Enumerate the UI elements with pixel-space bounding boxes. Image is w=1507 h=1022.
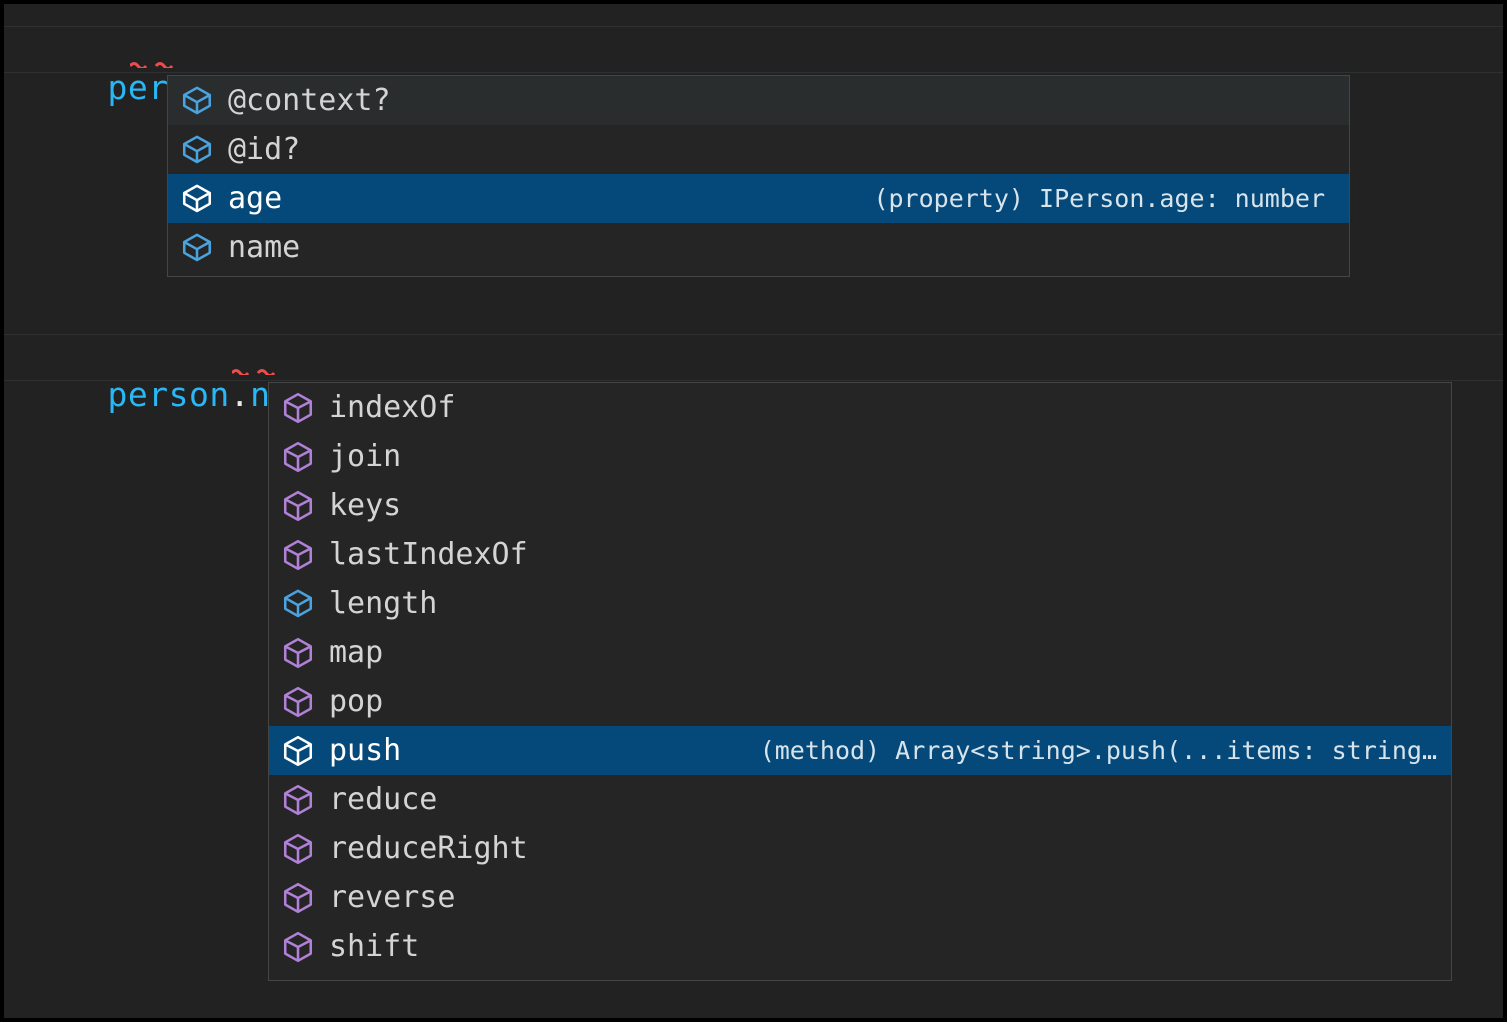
method-cube-icon (279, 928, 317, 966)
divider-line-one (4, 72, 1503, 73)
suggest-item-label: push (329, 732, 402, 768)
method-cube-icon (279, 830, 317, 868)
error-squiggle-one (130, 61, 190, 68)
code-dot: . (229, 375, 251, 414)
divider-line-two (4, 334, 1503, 335)
suggest-item-label: keys (329, 487, 402, 523)
suggest-item-push[interactable]: push (method) Array<string>.push(...item… (269, 726, 1451, 775)
error-squiggle-two (232, 368, 292, 375)
method-cube-icon (279, 438, 317, 476)
suggest-item-length[interactable]: length (269, 579, 1451, 628)
property-cube-icon (178, 229, 216, 267)
suggest-item-label: join (329, 438, 402, 474)
divider-line-top (4, 26, 1503, 27)
suggest-item-label: age (228, 180, 283, 216)
suggest-item-reduceright[interactable]: reduceRight (269, 824, 1451, 873)
suggest-item-label: reduce (329, 781, 438, 817)
suggest-item-label: map (329, 634, 384, 670)
suggest-item-reverse[interactable]: reverse (269, 873, 1451, 922)
suggest-item-shift[interactable]: shift (269, 922, 1451, 971)
method-cube-icon (279, 683, 317, 721)
suggest-item-age[interactable]: age (property) IPerson.age: number (168, 174, 1349, 223)
suggest-item-label: lastIndexOf (329, 536, 528, 572)
suggest-item-label: reverse (329, 879, 456, 915)
property-cube-icon (178, 131, 216, 169)
suggest-item-label: pop (329, 683, 384, 719)
property-cube-icon (279, 585, 317, 623)
method-cube-icon (279, 879, 317, 917)
suggest-item-detail: (method) Array<string>.push(...items: st… (759, 736, 1437, 765)
suggest-item-label: shift (329, 928, 420, 964)
suggest-item-reduce[interactable]: reduce (269, 775, 1451, 824)
suggest-item-keys[interactable]: keys (269, 481, 1451, 530)
suggest-panel-one[interactable]: @context? @id? age (167, 75, 1350, 277)
suggest-item-pop[interactable]: pop (269, 677, 1451, 726)
property-cube-icon (178, 82, 216, 120)
method-cube-icon (279, 781, 317, 819)
method-cube-icon (279, 389, 317, 427)
suggest-item-name[interactable]: name (168, 223, 1349, 272)
suggest-item-label: name (228, 229, 301, 265)
suggest-panel-two[interactable]: indexOf join keys (268, 382, 1452, 981)
suggest-item-lastindexof[interactable]: lastIndexOf (269, 530, 1451, 579)
suggest-item-label: reduceRight (329, 830, 528, 866)
suggest-item-map[interactable]: map (269, 628, 1451, 677)
property-cube-icon (178, 180, 216, 218)
method-cube-icon (279, 487, 317, 525)
suggest-item-detail: (property) IPerson.age: number (873, 184, 1325, 213)
suggest-item-id[interactable]: @id? (168, 125, 1349, 174)
code-identifier-person: person (107, 375, 230, 414)
method-cube-icon (279, 536, 317, 574)
divider-line-three (4, 380, 1503, 381)
suggest-item-label: @context? (228, 82, 391, 118)
suggest-item-context[interactable]: @context? (168, 76, 1349, 125)
method-cube-icon (279, 634, 317, 672)
suggest-item-label: length (329, 585, 438, 621)
method-cube-icon (279, 732, 317, 770)
suggest-item-label: @id? (228, 131, 301, 167)
suggest-item-join[interactable]: join (269, 432, 1451, 481)
suggest-item-indexof[interactable]: indexOf (269, 383, 1451, 432)
suggest-item-label: indexOf (329, 389, 456, 425)
